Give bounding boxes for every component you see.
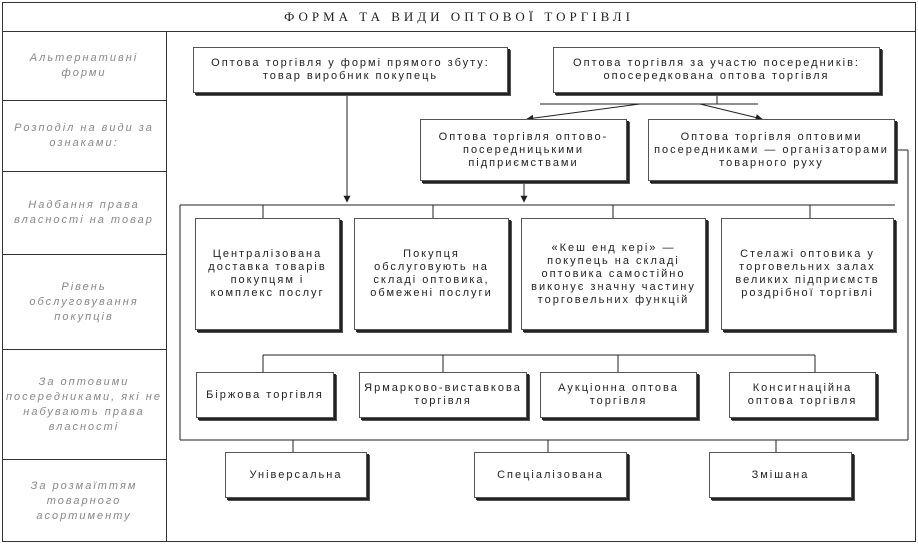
box-centralized-delivery: Централізована доставка товарів покупцям… xyxy=(195,218,340,330)
box-wholesaler-racks: Стелажі оптовика у торговельних залах ве… xyxy=(721,218,894,330)
row-label-ownership: Надбання права власності на товар xyxy=(2,172,166,255)
box-consignment-trade-text: Консигнаційна оптова торгівля xyxy=(747,382,858,407)
box-universal-text: Універсальна xyxy=(249,468,343,481)
box-fair-exhibition-trade: Ярмарково-виставкова торгівля xyxy=(359,372,527,418)
row-label-division: Розподіл на види за ознаками: xyxy=(2,101,166,172)
box-centralized-delivery-text: Централізована доставка товарів покупцям… xyxy=(208,248,327,299)
row-label-service-level: Рівень обслуговування покупців xyxy=(2,255,166,350)
box-wholesale-enterprises: Оптова торгівля оптово-посередницькими п… xyxy=(420,119,627,181)
box-intermediary-trade-text: Оптова торгівля за участю посередників: … xyxy=(573,57,860,82)
box-warehouse-service: Покупця обслуговують на складі оптовика,… xyxy=(354,218,509,330)
box-specialized: Спеціалізована xyxy=(474,452,627,498)
box-trade-organizers-text: Оптова торгівля оптовими посередниками —… xyxy=(654,130,889,169)
box-direct-sales: Оптова торгівля у формі прямого збуту: т… xyxy=(193,47,508,93)
row-label-assortment: За розмаїттям товарного асортименту xyxy=(30,479,138,522)
box-direct-sales-text: Оптова торгівля у формі прямого збуту: т… xyxy=(211,57,490,82)
box-mixed-text: Змішана xyxy=(751,468,810,481)
box-auction-trade-text: Аукціонна оптова торгівля xyxy=(558,382,679,407)
box-intermediary-trade: Оптова торгівля за участю посередників: … xyxy=(553,47,880,93)
box-exchange-trade-text: Біржова торгівля xyxy=(206,388,324,401)
box-trade-organizers: Оптова торгівля оптовими посередниками —… xyxy=(648,119,895,181)
box-specialized-text: Спеціалізована xyxy=(497,468,604,481)
box-cash-and-carry: «Кеш енд кері» — покупець на складі опто… xyxy=(521,218,706,330)
box-consignment-trade: Консигнаційна оптова торгівля xyxy=(729,372,876,418)
box-wholesale-enterprises-text: Оптова торгівля оптово-посередницькими п… xyxy=(438,130,609,169)
diagram-title: ФОРМА ТА ВИДИ ОПТОВОЇ ТОРГІВЛІ xyxy=(2,2,916,32)
box-warehouse-service-text: Покупця обслуговують на складі оптовика,… xyxy=(370,248,493,299)
box-fair-exhibition-trade-text: Ярмарково-виставкова торгівля xyxy=(364,382,522,407)
box-universal: Універсальна xyxy=(225,452,367,498)
box-cash-and-carry-text: «Кеш енд кері» — покупець на складі опто… xyxy=(531,241,696,306)
row-label-alternative-forms: Альтернативні форми xyxy=(2,32,166,101)
box-auction-trade: Аукціонна оптова торгівля xyxy=(540,372,697,418)
box-wholesaler-racks-text: Стелажі оптовика у торговельних залах ве… xyxy=(735,248,880,299)
row-label-intermediaries: За оптовими посередниками, які не набува… xyxy=(2,350,166,460)
box-mixed: Змішана xyxy=(709,452,852,498)
left-column: Альтернативні форми Розподіл на види за … xyxy=(2,32,167,542)
box-exchange-trade: Біржова торгівля xyxy=(196,372,334,418)
